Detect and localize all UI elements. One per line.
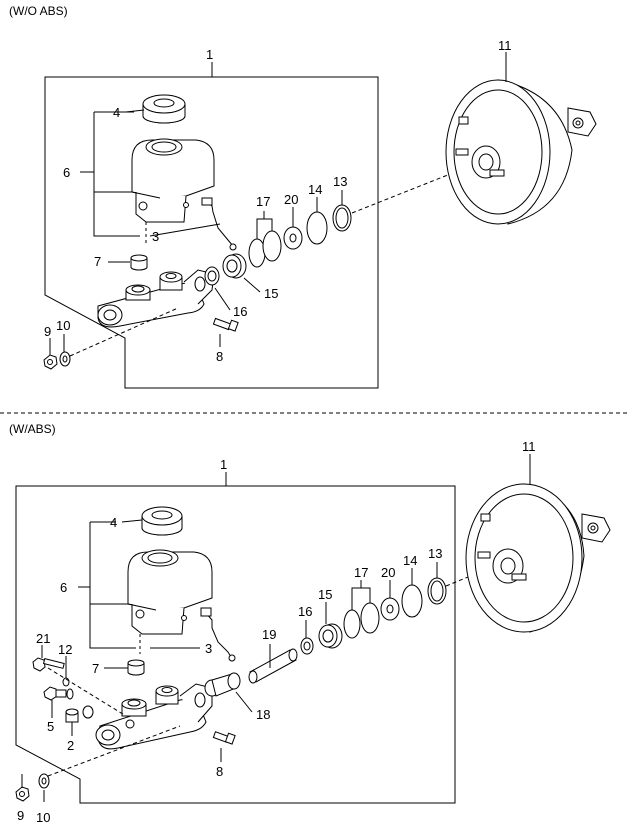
fluid-reservoir: [131, 138, 215, 223]
nut: [15, 786, 30, 802]
bolt: [212, 731, 236, 745]
o-ring: [343, 609, 361, 639]
callout-15: 15: [318, 587, 332, 602]
valve-seat: [65, 708, 79, 723]
callout-1: 1: [206, 47, 213, 62]
fluid-reservoir: [127, 549, 213, 635]
section-title-with-abs: (W/ABS): [9, 422, 56, 436]
callout-10: 10: [36, 810, 50, 825]
callout-17: 17: [256, 194, 270, 209]
callout-16: 16: [298, 604, 312, 619]
master-cylinder-body: [97, 269, 215, 328]
callout-4: 4: [110, 515, 117, 530]
callout-2: 2: [67, 738, 74, 753]
callout-11: 11: [522, 439, 536, 454]
callout-17: 17: [354, 565, 368, 580]
level-sensor-wire: [204, 199, 234, 247]
assembly-without-abs: 1 11 4 6 3 7 17 20 14 13 15 16 9 10 8: [43, 38, 597, 389]
callout-20: 20: [284, 192, 298, 207]
piston-rod: [248, 648, 298, 684]
callout-6: 6: [60, 580, 67, 595]
o-ring: [248, 238, 266, 268]
callout-3: 3: [205, 641, 212, 656]
callout-13: 13: [428, 546, 442, 561]
assembly-frame: [15, 485, 456, 804]
level-sensor-wire: [204, 611, 232, 658]
section-title-without-abs: (W/O ABS): [9, 4, 68, 18]
cylinder-seal-15: [318, 623, 343, 649]
proportioning-valve: [204, 672, 241, 697]
gasket-ring: [306, 211, 328, 245]
brake-booster: [445, 79, 597, 225]
callouts-without-abs: 1 11 4 6 3 7 17 20 14 13 15 16 9 10 8: [44, 38, 512, 364]
callout-10: 10: [56, 318, 70, 333]
cylinder-seal-16: [204, 266, 220, 286]
cylinder-seal-16: [300, 637, 314, 655]
callout-21: 21: [36, 631, 50, 646]
callout-15: 15: [264, 286, 278, 301]
callout-6: 6: [63, 165, 70, 180]
reservoir-seal: [130, 254, 148, 271]
callout-9: 9: [17, 808, 24, 823]
washer: [59, 351, 71, 367]
banjo-bolt: [32, 657, 65, 672]
spacer-washer: [283, 226, 303, 250]
assembly-with-abs: 1 11 4 6 3 7 21 12 5 2 19 16 15 17 20 14…: [15, 439, 611, 825]
callout-20: 20: [381, 565, 395, 580]
spacer-washer: [380, 597, 400, 621]
assembly-frame: [44, 76, 379, 389]
brake-booster: [465, 483, 611, 633]
bolt: [212, 317, 239, 332]
o-ring-small: [82, 705, 94, 719]
callouts-with-abs: 1 11 4 6 3 7 21 12 5 2 19 16 15 17 20 14…: [17, 439, 536, 825]
callout-8: 8: [216, 764, 223, 779]
callout-12: 12: [58, 642, 72, 657]
master-cylinder-body: [95, 683, 213, 750]
callout-8: 8: [216, 349, 223, 364]
callout-13: 13: [333, 174, 347, 189]
callout-7: 7: [92, 661, 99, 676]
nut: [43, 354, 58, 370]
o-ring: [262, 230, 282, 262]
o-ring: [360, 602, 380, 634]
reservoir-cap: [141, 506, 183, 536]
callout-14: 14: [403, 553, 417, 568]
callout-5: 5: [47, 719, 54, 734]
washer: [38, 773, 50, 789]
callout-1: 1: [220, 457, 227, 472]
callout-11: 11: [498, 38, 512, 53]
callout-3: 3: [152, 229, 159, 244]
callout-18: 18: [256, 707, 270, 722]
reservoir-seal: [127, 659, 145, 676]
fitting: [43, 686, 74, 701]
callout-4: 4: [113, 105, 120, 120]
callout-7: 7: [94, 254, 101, 269]
cylinder-seal-15: [222, 253, 247, 279]
callout-9: 9: [44, 324, 51, 339]
reservoir-cap: [142, 94, 186, 124]
callout-19: 19: [262, 627, 276, 642]
callout-16: 16: [233, 304, 247, 319]
callout-14: 14: [308, 182, 322, 197]
gasket-ring: [401, 584, 423, 618]
